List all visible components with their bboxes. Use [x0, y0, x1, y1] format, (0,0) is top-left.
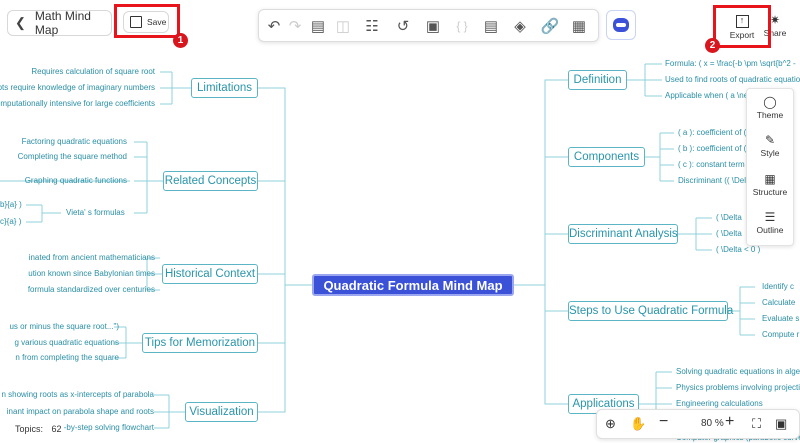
leaf[interactable]: Graphing quadratic functions — [24, 176, 127, 185]
leaf[interactable]: Used to find roots of quadratic equatio — [665, 75, 800, 84]
leaf[interactable]: omputationally intensive for large coeff… — [0, 99, 155, 108]
leaf[interactable]: g various quadratic equations — [14, 338, 119, 347]
leaf[interactable]: Requires calculation of square root — [31, 67, 155, 76]
zoom-bar: ⊕ ✋ − 80 % + ⛶ ▣ — [596, 409, 800, 439]
branch-definition[interactable]: Definition — [568, 70, 627, 90]
add-topic-icon[interactable]: ◫ — [335, 18, 351, 35]
topics-counter: Topics: 62 — [15, 424, 62, 434]
document-title: Math Mind Map — [34, 9, 91, 37]
branch-discriminant-analysis[interactable]: Discriminant Analysis — [568, 224, 678, 244]
leaf[interactable]: Completing the square method — [17, 152, 127, 161]
central-topic[interactable]: Quadratic Formula Mind Map — [312, 274, 514, 296]
branch-tips-for-memorization[interactable]: Tips for Memorization — [142, 333, 258, 353]
leaf[interactable]: Calculate — [762, 298, 796, 307]
leaf[interactable]: Vieta' s formulas — [66, 208, 125, 217]
hand-pan-icon[interactable]: ✋ — [630, 416, 647, 431]
export-icon: ↑ — [735, 15, 749, 28]
leaf[interactable]: Physics problems involving projecti — [676, 383, 800, 392]
palette-icon: ◯ — [763, 95, 777, 109]
editing-toolbar: ↶ ↷ ▤ ◫ ☷ ↺ ▣ { } ▤ ◈ 🔗 ▦ — [258, 9, 599, 42]
leaf[interactable]: formula standardized over centuries — [27, 285, 155, 294]
leaf[interactable]: ( c ): constant term — [678, 160, 745, 169]
leaf[interactable]: ( \Delta — [716, 229, 742, 238]
undo-icon[interactable]: ↶ — [267, 18, 281, 35]
leaf[interactable]: ots require knowledge of imaginary numbe… — [0, 83, 155, 92]
zoom-out-icon[interactable]: − — [659, 413, 669, 430]
annotation-badge-1: 1 — [173, 33, 188, 48]
leaf[interactable]: us or minus the square root...") — [9, 322, 119, 331]
leaf[interactable]: Applicable when ( a \ne — [665, 91, 749, 100]
save-icon — [130, 16, 142, 28]
leaf[interactable]: n from completing the square — [15, 353, 119, 362]
leaf[interactable]: c}{a} ) — [0, 217, 22, 226]
leaf[interactable]: n showing roots as x-intercepts of parab… — [1, 390, 154, 399]
leaf[interactable]: inated from ancient mathematicians — [28, 253, 155, 262]
locate-center-icon[interactable]: ⊕ — [605, 416, 616, 431]
branch-historical-context[interactable]: Historical Context — [162, 264, 258, 284]
leaf[interactable]: Factoring quadratic equations — [21, 137, 127, 146]
image-icon[interactable]: ▦ — [571, 18, 587, 35]
branch-related-concepts[interactable]: Related Concepts — [163, 171, 258, 191]
branch-visualization[interactable]: Visualization — [185, 402, 258, 422]
annotation-badge-2: 2 — [705, 38, 720, 53]
branch-limitations[interactable]: Limitations — [191, 78, 258, 98]
panel-style[interactable]: ✎ Style — [747, 133, 793, 158]
leaf[interactable]: ( \Delta — [716, 213, 742, 222]
summary-icon[interactable]: { } — [456, 19, 468, 33]
share-button[interactable]: ✷ Share — [763, 13, 787, 38]
leaf[interactable]: ( a ): coefficient of ( — [678, 128, 747, 137]
structure-icon: ▦ — [764, 172, 776, 186]
share-icon: ✷ — [769, 13, 781, 27]
branch-steps-to-use[interactable]: Steps to Use Quadratic Formula — [568, 301, 733, 321]
ai-assistant-button[interactable] — [606, 10, 636, 40]
leaf[interactable]: -by-step solving flowchart — [63, 423, 154, 432]
leaf[interactable]: Solving quadratic equations in alge — [676, 367, 800, 376]
chevron-left-icon: ❮ — [15, 15, 26, 30]
leaf[interactable]: b}{a} ) — [0, 200, 22, 209]
leaf[interactable]: Discriminant (( \Delt — [678, 176, 749, 185]
format-side-panel: ◯ Theme ✎ Style ▦ Structure ☰ Outline — [746, 88, 794, 246]
back-button[interactable]: ❮ Math Mind Map — [7, 9, 112, 37]
pen-icon: ✎ — [764, 133, 776, 147]
link-icon[interactable]: 🔗 — [540, 18, 560, 35]
leaf[interactable]: Identify c — [762, 282, 795, 291]
subtopic-icon[interactable]: ☷ — [365, 18, 379, 35]
leaf[interactable]: Evaluate s — [762, 314, 800, 323]
panel-theme[interactable]: ◯ Theme — [747, 95, 793, 120]
leaf[interactable]: Compute r — [762, 330, 800, 339]
leaf[interactable]: ution known since Babylonian times — [28, 269, 155, 278]
note-icon[interactable]: ▤ — [483, 18, 499, 35]
panel-structure[interactable]: ▦ Structure — [747, 172, 793, 197]
leaf[interactable]: inant impact on parabola shape and roots — [6, 407, 154, 416]
save-button[interactable]: Save — [123, 11, 169, 33]
leaf[interactable]: Engineering calculations — [676, 399, 763, 408]
zoom-in-icon[interactable]: + — [725, 413, 735, 430]
boundary-icon[interactable]: ▣ — [425, 18, 441, 35]
fit-view-icon[interactable]: ⛶ — [752, 416, 762, 431]
panel-outline[interactable]: ☰ Outline — [747, 210, 793, 235]
leaf[interactable]: ( b ): coefficient of ( — [678, 144, 747, 153]
redo-icon[interactable]: ↷ — [288, 18, 302, 35]
fullscreen-icon[interactable]: ▣ — [775, 416, 788, 431]
tag-icon[interactable]: ◈ — [514, 18, 526, 35]
robot-icon — [613, 18, 629, 32]
zoom-level: 80 % — [701, 418, 724, 429]
annotation-box-save — [114, 4, 180, 38]
leaf[interactable]: ( \Delta < 0 ) — [716, 245, 761, 254]
annotation-box-export — [713, 5, 771, 48]
branch-components[interactable]: Components — [568, 147, 645, 167]
export-button[interactable]: ↑ Export — [729, 15, 755, 40]
outline-icon: ☰ — [764, 210, 776, 224]
relationship-icon[interactable]: ↺ — [396, 18, 410, 35]
format-painter-icon[interactable]: ▤ — [310, 18, 326, 35]
leaf[interactable]: Formula: ( x = \frac{-b \pm \sqrt{b^2 - — [665, 59, 796, 68]
